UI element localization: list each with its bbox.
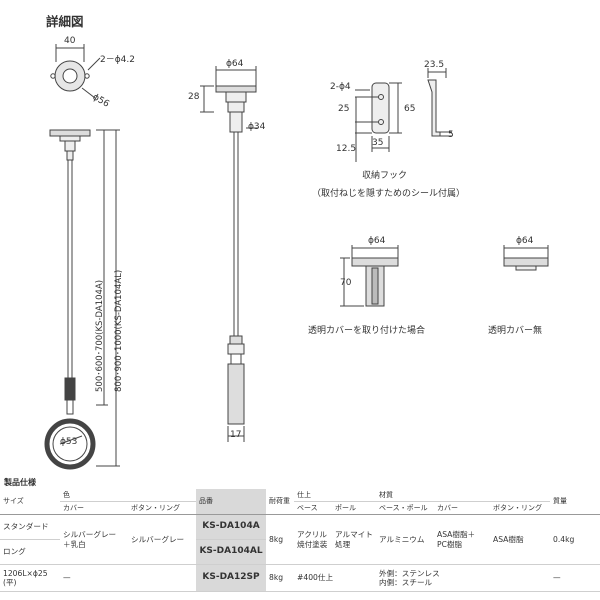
cell-r3-finish: #400仕上 [294, 564, 376, 592]
cell-r3-color: — [60, 564, 196, 592]
dim-hook-125: 12.5 [336, 144, 357, 154]
cell-r3-size: 1206L×ϕ25 (平) [0, 564, 60, 592]
top-view [50, 44, 101, 99]
dim-hook-holes: 2-ϕ4 [330, 82, 351, 92]
cell-r3-weight: — [550, 564, 600, 592]
dim-side-cap: ϕ34 [248, 122, 266, 132]
dim-hook-65: 65 [404, 104, 416, 114]
cell-weight: 0.4kg [550, 514, 600, 565]
with-cover-caption: 透明カバーを取り付けた場合 [308, 326, 426, 336]
cell-mat-base-pole: アルミニウム [376, 514, 434, 565]
dim-side-base: ϕ64 [226, 59, 244, 69]
hdr-part-no: 品番 [196, 489, 266, 515]
cell-color-button: シルバーグレー [128, 514, 196, 565]
hdr-color: 色 [60, 489, 196, 502]
cell-mat-button: ASA樹脂 [490, 514, 551, 565]
hdr-mat-button: ボタン・リング [490, 501, 551, 515]
dim-cover-dia1: ϕ64 [368, 236, 386, 246]
hdr-pole: ポール [332, 501, 376, 515]
cell-r3-load: 8kg [266, 564, 294, 592]
hdr-finish: 仕上 [294, 489, 376, 502]
hanger-front [44, 129, 120, 470]
cell-pn-al: KS-DA104AL [196, 539, 266, 565]
dim-cover-h: 70 [340, 278, 352, 288]
hdr-mat-cover: カバー [434, 501, 490, 515]
cover-without-drawing [503, 245, 549, 271]
dim-length-al: 800･900･1000(KS-DA104AL) [114, 269, 124, 392]
hdr-weight: 質量 [550, 489, 600, 515]
cell-color-cover: シルバーグレー ＋乳白 [60, 514, 128, 565]
spec-table: サイズ 色 品番 耐荷重 仕上 材質 質量 カバー ボタン・リング ベース ポー… [0, 489, 600, 592]
hdr-material: 材質 [376, 489, 551, 502]
hdr-cover: カバー [60, 501, 128, 515]
dim-hook-5: 5 [448, 130, 454, 140]
cover-with-drawing [340, 245, 399, 307]
dim-hook-35: 35 [372, 138, 384, 148]
hook-caption: 収納フック [362, 171, 408, 181]
dim-hook-25: 25 [338, 104, 350, 114]
dim-ring-dia: ϕ53 [60, 437, 78, 447]
cell-pn-a: KS-DA104A [196, 514, 266, 540]
dim-side-h: 28 [188, 92, 200, 102]
hook-note: （取付ねじを隠すためのシール付属） [312, 189, 466, 199]
dim-hook-w: 23.5 [424, 60, 445, 70]
cell-finish-base: アクリル 焼付塗装 [294, 514, 332, 565]
cell-load: 8kg [266, 514, 294, 565]
hdr-load: 耐荷重 [266, 489, 294, 515]
dim-length-a: 500･600･700(KS-DA104A) [95, 279, 105, 392]
cell-pn-sp: KS-DA12SP [196, 564, 266, 592]
row-long: ロング [0, 539, 60, 565]
hook-drawing [355, 68, 452, 162]
spec-heading: 製品仕様 [4, 478, 36, 487]
row-standard: スタンダード [0, 514, 60, 540]
dim-holes: 2－ϕ4.2 [100, 55, 135, 65]
cell-r3-material: 外側：ステンレス 内側：スチール [376, 564, 551, 592]
page-title: 詳細図 [46, 14, 84, 29]
cell-finish-pole: アルマイト 処理 [332, 514, 376, 565]
hdr-size: サイズ [0, 489, 60, 515]
detail-drawing [44, 44, 549, 470]
without-cover-caption: 透明カバー無 [488, 326, 543, 336]
hanger-side [200, 66, 258, 442]
dim-top-width: 40 [64, 36, 76, 46]
hdr-button-ring: ボタン・リング [128, 501, 196, 515]
dim-cover-dia2: ϕ64 [516, 236, 534, 246]
hdr-base-pole: ベース・ポール [376, 501, 434, 515]
dim-side-bottom: 17 [230, 430, 242, 440]
hdr-base: ベース [294, 501, 332, 515]
cell-mat-cover: ASA樹脂＋ PC樹脂 [434, 514, 490, 565]
